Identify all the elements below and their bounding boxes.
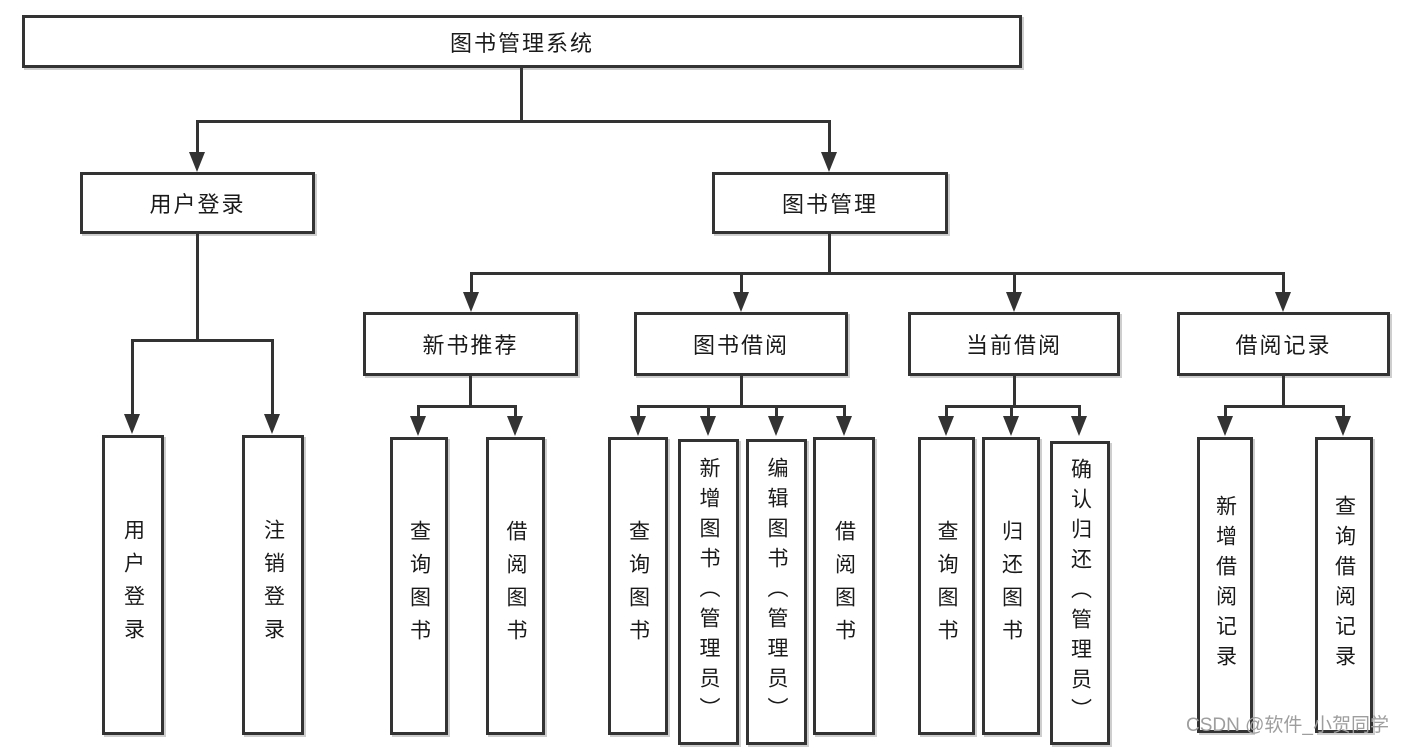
csdn-watermark: CSDN @软件_小贺同学 (1186, 715, 1389, 736)
connector-user-login-stub-2 (271, 339, 274, 416)
node-current-borrow-label: 当前借阅 (965, 333, 1062, 358)
node-book-borrow-label: 图书借阅 (692, 333, 789, 358)
node-book-borrow: 图书借阅 (634, 312, 848, 376)
leaf-record-query-borrow-record-label: 查询借阅记录 (1332, 495, 1356, 675)
arrow-down-icon (836, 416, 852, 436)
connector-borrow-stub-1 (637, 405, 640, 418)
node-new-book-recommend: 新书推荐 (363, 312, 578, 376)
leaf-logout: 注销登录 (242, 435, 304, 735)
connector-current-stub-3 (1078, 405, 1081, 418)
arrow-down-icon (630, 416, 646, 436)
arrow-down-icon (463, 292, 479, 312)
connector-user-login-bar (131, 339, 274, 342)
connector-recommend-stub-1 (417, 405, 420, 418)
leaf-current-query-book: 查询图书 (918, 437, 975, 735)
connector-borrow-trunk (740, 376, 743, 407)
leaf-current-return-book: 归还图书 (982, 437, 1040, 735)
leaf-record-query-borrow-record: 查询借阅记录 (1315, 437, 1373, 733)
leaf-borrow-add-book-admin-label: 新增图书（管理员） (697, 457, 720, 727)
connector-root-left-stub (196, 120, 199, 154)
connector-record-bar (1224, 405, 1344, 408)
leaf-borrow-edit-book-admin: 编辑图书（管理员） (746, 439, 807, 745)
connector-borrow-stub-3 (775, 405, 778, 418)
arrow-down-icon (264, 414, 280, 434)
node-current-borrow: 当前借阅 (908, 312, 1120, 376)
leaf-recommend-query-book-label: 查询图书 (407, 520, 431, 652)
leaf-current-confirm-return-admin: 确认归还（管理员） (1050, 441, 1110, 745)
arrow-down-icon (507, 416, 523, 436)
connector-root-trunk (520, 68, 523, 120)
node-root-label: 图书管理系统 (449, 30, 594, 56)
arrow-down-icon (189, 152, 205, 172)
connector-root-bar (196, 120, 831, 123)
leaf-borrow-edit-book-admin-label: 编辑图书（管理员） (765, 457, 788, 727)
connector-book-mgmt-stub-4 (1282, 272, 1285, 296)
node-borrow-record: 借阅记录 (1177, 312, 1390, 376)
node-borrow-record-label: 借阅记录 (1235, 333, 1332, 358)
leaf-logout-label: 注销登录 (261, 519, 285, 651)
connector-book-mgmt-stub-1 (470, 272, 473, 296)
node-new-book-recommend-label: 新书推荐 (422, 333, 519, 358)
leaf-borrow-borrow-book-label: 借阅图书 (832, 520, 856, 652)
connector-record-stub-1 (1224, 405, 1227, 418)
arrow-down-icon (1071, 416, 1087, 436)
arrow-down-icon (938, 416, 954, 436)
connector-root-right-stub (828, 120, 831, 154)
arrow-down-icon (1275, 292, 1291, 312)
node-user-login-label: 用户登录 (149, 192, 246, 217)
connector-book-mgmt-stub-3 (1013, 272, 1016, 296)
node-book-management: 图书管理 (712, 172, 948, 234)
connector-current-stub-1 (945, 405, 948, 418)
arrow-down-icon (768, 416, 784, 436)
leaf-current-query-book-label: 查询图书 (935, 520, 958, 652)
leaf-current-confirm-return-admin-label: 确认归还（管理员） (1068, 458, 1092, 728)
leaf-recommend-borrow-book-label: 借阅图书 (504, 520, 527, 652)
arrow-down-icon (1217, 416, 1233, 436)
node-book-management-label: 图书管理 (781, 192, 878, 217)
leaf-borrow-borrow-book: 借阅图书 (813, 437, 875, 735)
arrow-down-icon (410, 416, 426, 436)
connector-book-mgmt-stub-2 (740, 272, 743, 296)
leaf-user-login-label: 用户登录 (121, 519, 145, 651)
connector-record-stub-2 (1342, 405, 1345, 418)
connector-book-mgmt-trunk (828, 234, 831, 275)
arrow-down-icon (1006, 292, 1022, 312)
arrow-down-icon (1335, 416, 1351, 436)
connector-book-mgmt-bar (470, 272, 1285, 275)
leaf-borrow-add-book-admin: 新增图书（管理员） (678, 439, 739, 745)
connector-current-bar (945, 405, 1081, 408)
leaf-recommend-borrow-book: 借阅图书 (486, 437, 545, 735)
connector-recommend-stub-2 (514, 405, 517, 418)
connector-borrow-stub-2 (707, 405, 710, 418)
connector-recommend-trunk (469, 376, 472, 407)
arrow-down-icon (733, 292, 749, 312)
connector-borrow-stub-4 (843, 405, 846, 418)
arrow-down-icon (124, 414, 140, 434)
connector-current-stub-2 (1010, 405, 1013, 418)
leaf-record-add-borrow-record-label: 新增借阅记录 (1213, 495, 1237, 675)
leaf-recommend-query-book: 查询图书 (390, 437, 448, 735)
connector-user-login-stub-1 (131, 339, 134, 416)
leaf-current-return-book-label: 归还图书 (999, 520, 1023, 652)
leaf-record-add-borrow-record: 新增借阅记录 (1197, 437, 1253, 733)
arrow-down-icon (700, 416, 716, 436)
connector-recommend-bar (417, 405, 517, 408)
connector-record-trunk (1282, 376, 1285, 407)
node-root: 图书管理系统 (22, 15, 1022, 68)
leaf-user-login: 用户登录 (102, 435, 164, 735)
arrow-down-icon (1003, 416, 1019, 436)
connector-current-trunk (1013, 376, 1016, 407)
leaf-borrow-query-book-label: 查询图书 (626, 520, 650, 652)
connector-borrow-bar (637, 405, 845, 408)
connector-user-login-trunk (196, 234, 199, 341)
arrow-down-icon (821, 152, 837, 172)
node-user-login: 用户登录 (80, 172, 315, 234)
leaf-borrow-query-book: 查询图书 (608, 437, 668, 735)
